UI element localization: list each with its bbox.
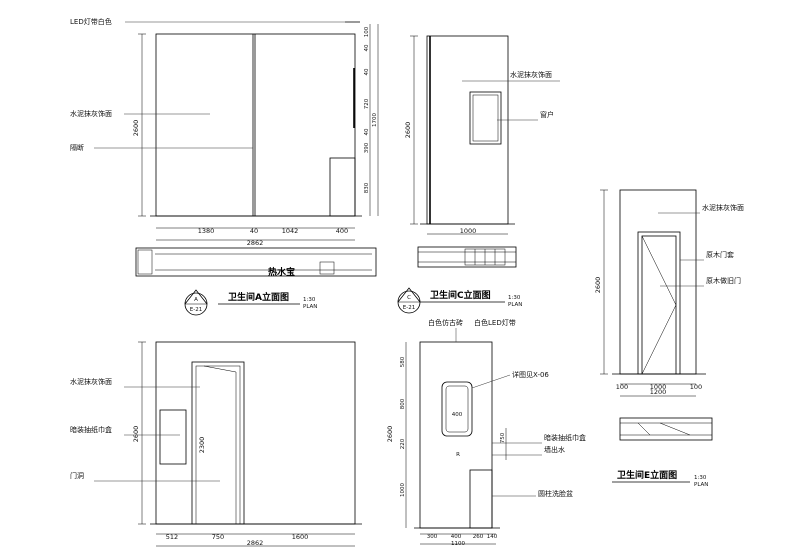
dimension-label: 1600	[292, 533, 309, 541]
dimension-label: 400	[451, 534, 462, 540]
dimension-label: 140	[487, 534, 498, 540]
dimension-label: 580	[400, 356, 406, 367]
plan-word-e: PLAN	[694, 482, 708, 488]
elevation-e-wall	[619, 189, 697, 375]
elevation-e: 2600 水泥抹灰饰面 原木门套 原木做旧门 100 1000 100 1200…	[594, 189, 744, 488]
label-partition-a: 隔断	[70, 143, 84, 152]
plan-word-a: PLAN	[303, 304, 317, 310]
dimension-label: 512	[166, 533, 178, 541]
label-cement-plaster-e: 水泥抹灰饰面	[702, 203, 744, 212]
dimension-label: 830	[364, 182, 370, 193]
label-doorway-b: 门洞	[70, 471, 84, 480]
dimension-label: E-21	[190, 307, 202, 313]
title-elevation-c: 卫生间C立面图	[430, 289, 491, 301]
dimension-label: 720	[364, 98, 370, 109]
plan-strip-a	[135, 247, 377, 277]
dimension-label: 220	[400, 438, 406, 449]
scale-e: 1:30	[694, 475, 707, 481]
door-leaf-e	[641, 235, 677, 375]
dim-a-4: 400	[336, 227, 348, 235]
door-d	[469, 469, 493, 529]
dim-a-1: 1380	[198, 227, 215, 235]
marker-d: R	[456, 452, 460, 458]
label-door-e: 原木做旧门	[706, 276, 741, 285]
dim-total-e: 1200	[650, 388, 667, 396]
mirror-value-d: 400	[452, 412, 463, 418]
scale-c: 1:30	[508, 295, 521, 301]
dimension-label: C	[407, 295, 411, 301]
dimension-label: 390	[364, 142, 370, 153]
plan-strip-c	[417, 246, 517, 268]
label-detail-ref-d: 详图见X-06	[512, 370, 549, 379]
label-cement-plaster-b: 水泥抹灰饰面	[70, 377, 112, 386]
dimension-label: 100	[616, 383, 628, 391]
dimension-label: 800	[400, 398, 406, 409]
dim-height-b: 2600	[132, 426, 140, 443]
elevation-d: 400 R 白色仿古砖 白色LED灯带 详图见X-06 暗装抽纸巾盒 墙出水 圆…	[386, 318, 586, 547]
label-tissue-box-b: 暗装抽纸巾盒	[70, 425, 112, 434]
mirror-d	[441, 381, 473, 437]
plan-word-c: PLAN	[508, 302, 522, 308]
dimension-label: 1000	[650, 383, 667, 391]
dim-a-3: 1042	[282, 227, 299, 235]
elevation-b: 2600 2300 水泥抹灰饰面 暗装抽纸巾盒 门洞 512 750 1600 …	[70, 341, 362, 547]
dim-width-c: 1000	[460, 227, 477, 235]
dim-height-e: 2600	[594, 277, 602, 294]
window-c	[469, 91, 502, 145]
label-basin-d: 圆柱洗脸盆	[538, 489, 573, 498]
label-tissue-box-d: 暗装抽纸巾盒	[544, 433, 586, 442]
tissue-box-b	[159, 409, 187, 465]
dimension-label: 300	[427, 534, 438, 540]
dimension-label: 2600	[386, 426, 394, 443]
dimension-label: 40	[364, 128, 370, 135]
dimension-label: 750	[500, 432, 506, 443]
label-white-tile-d: 白色仿古砖	[428, 318, 463, 327]
dim-total-b: 2862	[247, 539, 264, 547]
dim-door-height-b: 2300	[198, 437, 206, 454]
title-elevation-e: 卫生间E立面图	[617, 469, 677, 481]
label-led-strip-d: 白色LED灯带	[474, 318, 516, 327]
dim-height-a: 2600	[132, 120, 140, 137]
elevation-a-wall	[155, 33, 356, 217]
label-door-casing-e: 原木门套	[706, 250, 734, 259]
label-led-strip-a: LED灯带白色	[70, 17, 112, 26]
label-cement-plaster-c: 水泥抹灰饰面	[510, 70, 552, 79]
door-frame-e	[637, 231, 681, 375]
elevation-c: 2600 水泥抹灰饰面 窗户 1000 C E-21 卫生间C立面图 1:30 …	[397, 35, 560, 314]
plan-strip-e	[619, 417, 713, 441]
dimension-label: 40	[364, 44, 370, 51]
label-cement-plaster-a: 水泥抹灰饰面	[70, 109, 112, 118]
dimension-label: 100	[690, 383, 702, 391]
dim-a-2: 40	[250, 227, 258, 235]
symbol-a: A E-21	[184, 289, 208, 316]
label-window-c: 窗户	[540, 110, 554, 119]
elevation-a: 2600 LED灯带白色 水泥抹灰饰面 隔断 100 40 40 720 170…	[70, 17, 379, 316]
dimension-label: 750	[212, 533, 224, 541]
water-heater-box	[329, 157, 356, 217]
symbol-c: C E-21	[397, 287, 421, 314]
elevation-d-wall	[419, 341, 493, 529]
dimension-label: A	[194, 297, 198, 303]
dimension-label: E-21	[403, 305, 415, 311]
dimension-label: 1000	[400, 483, 406, 497]
dim-a-total: 2862	[247, 239, 264, 247]
dims-right-a: 100 40 40 720 1700 40 390 830	[364, 24, 379, 216]
dimension-label: 40	[364, 68, 370, 75]
elevation-c-wall	[426, 35, 509, 225]
dim-height-c: 2600	[404, 122, 412, 139]
dimension-label: 100	[364, 26, 370, 37]
dim-total-d: 1100	[451, 541, 465, 547]
dimension-label: 1700	[372, 113, 378, 127]
title-elevation-a: 卫生间A立面图	[228, 291, 289, 303]
label-water-heater-plan: 热水宝	[268, 266, 295, 278]
dimension-label: 260	[473, 534, 484, 540]
label-wall-water-d: 墙出水	[544, 445, 565, 454]
scale-a: 1:30	[303, 297, 316, 303]
